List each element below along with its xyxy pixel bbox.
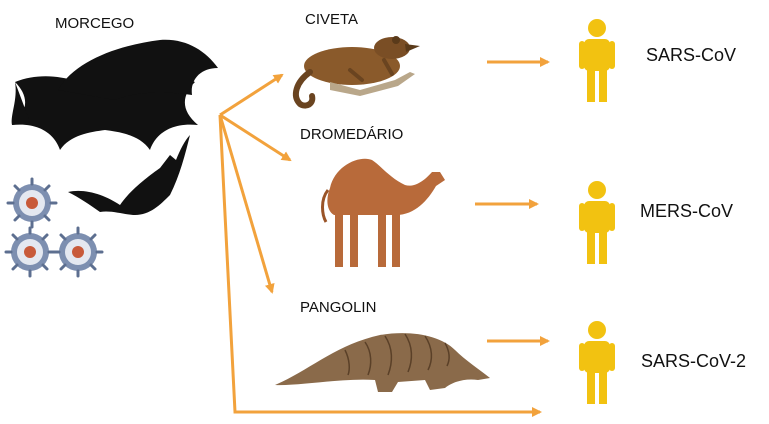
civet-icon	[296, 36, 420, 106]
human-icon	[579, 321, 615, 404]
human-icon	[579, 19, 615, 102]
dromedary-label: DROMEDÁRIO	[300, 127, 403, 142]
mers-cov-label: MERS-CoV	[640, 202, 733, 220]
sars-cov-label: SARS-CoV	[646, 46, 736, 64]
bat-icon-small	[68, 135, 190, 215]
sars-cov-2-label: SARS-CoV-2	[641, 352, 746, 370]
pangolin-label: PANGOLIN	[300, 300, 376, 315]
civet-label: CIVETA	[305, 12, 358, 27]
bat-label: MORCEGO	[55, 16, 134, 31]
dromedary-icon	[323, 159, 446, 267]
pangolin-icon	[275, 333, 490, 392]
human-icon	[579, 181, 615, 264]
arrow-bat-to-civet	[220, 75, 282, 115]
